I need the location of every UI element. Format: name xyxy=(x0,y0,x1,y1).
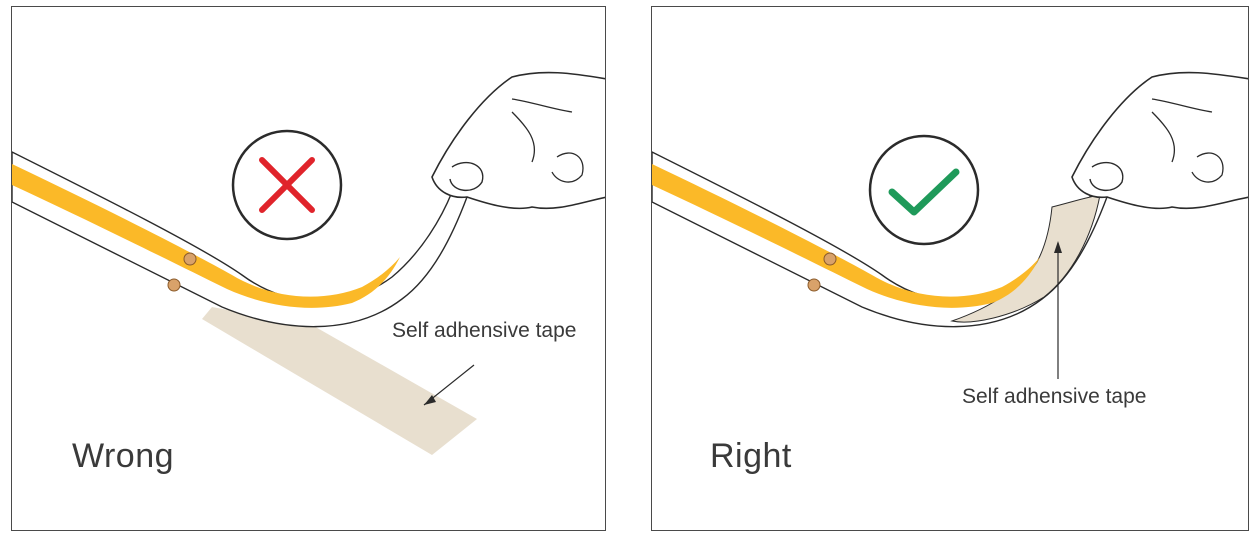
check-icon xyxy=(868,134,980,246)
right-panel: Right Self adhensive tape xyxy=(651,6,1249,531)
right-illustration xyxy=(652,71,1248,379)
solder-pad xyxy=(167,278,181,292)
right-caption: Right xyxy=(710,437,792,475)
wrong-panel: Wrong Self adhensive tape xyxy=(11,6,606,531)
led-strip-band xyxy=(12,164,400,308)
right-tape-label: Self adhensive tape xyxy=(962,385,1147,408)
cross-icon xyxy=(231,129,343,241)
led-strip-band xyxy=(652,164,1040,308)
solder-pad xyxy=(183,252,197,266)
wrong-illustration xyxy=(12,71,605,455)
wrong-caption: Wrong xyxy=(72,437,175,475)
solder-pad xyxy=(807,278,821,292)
solder-pad xyxy=(823,252,837,266)
peeled-adhesive-tape xyxy=(202,307,477,455)
wrong-tape-label: Self adhensive tape xyxy=(392,319,577,342)
